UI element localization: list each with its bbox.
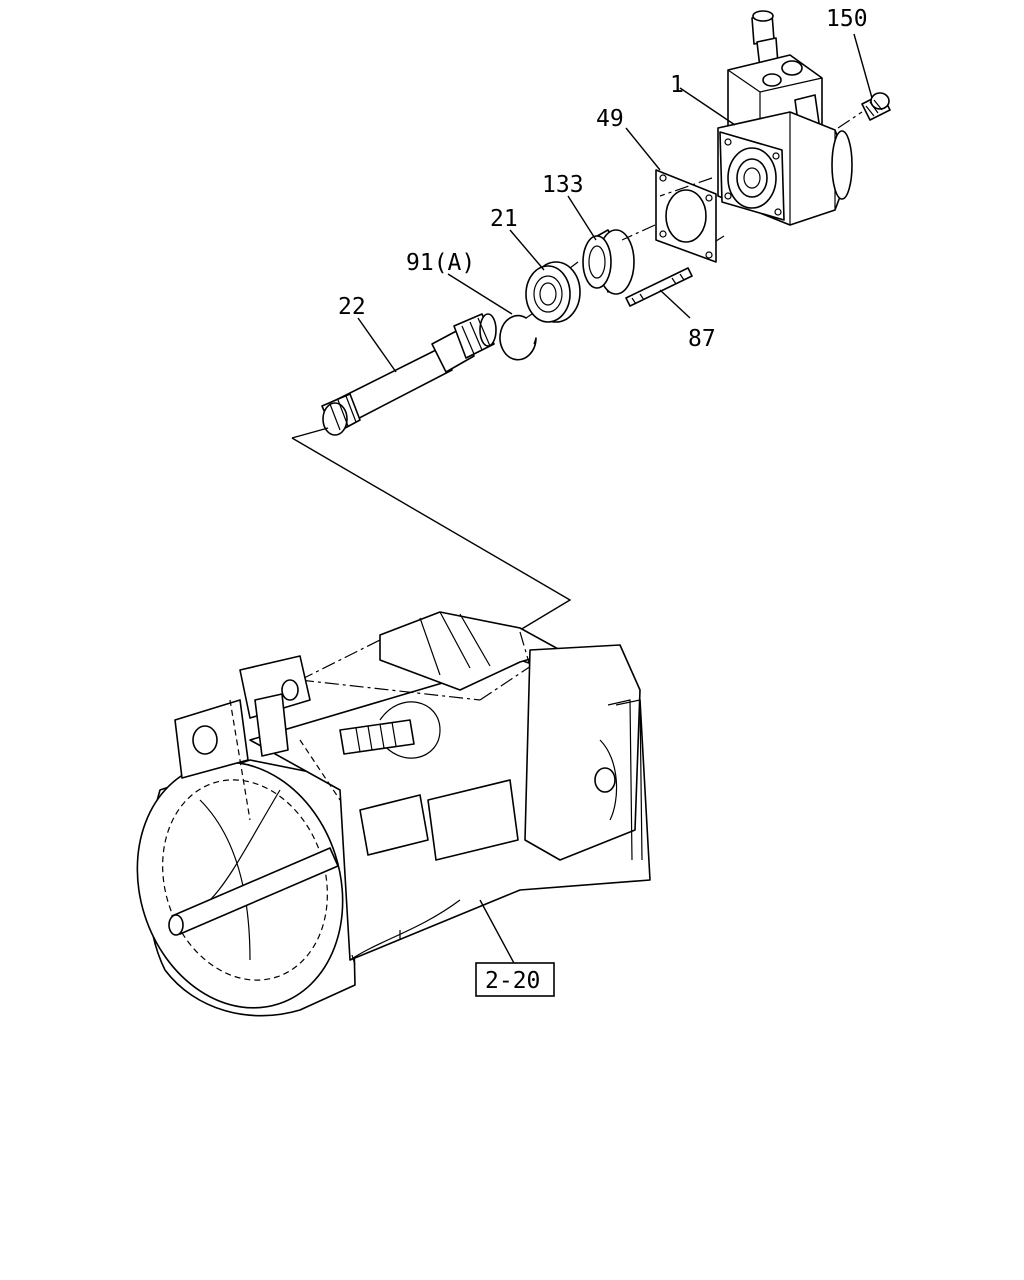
part-150-plug <box>861 92 891 121</box>
callout-21: 21 <box>490 206 518 232</box>
alignment-lines <box>291 111 863 631</box>
leader-lines <box>357 33 873 966</box>
part-49-gasket <box>655 169 717 263</box>
callout-133: 133 <box>542 172 584 198</box>
transmission-assembly <box>136 611 651 1017</box>
callout-87: 87 <box>688 326 716 352</box>
part-133-oil-seal <box>582 229 635 295</box>
reference-box: 2-20 <box>475 962 555 997</box>
part-1-pto-housing <box>717 10 853 226</box>
part-87-stud <box>625 267 693 307</box>
reference-label: 2-20 <box>485 968 540 994</box>
callout-1: 1 <box>670 72 684 98</box>
part-91a-snap-ring <box>499 313 537 361</box>
part-22-shaft <box>321 313 497 436</box>
callout-91a: 91(A) <box>406 250 475 276</box>
callout-49: 49 <box>596 106 624 132</box>
part-21-bearing <box>525 261 581 323</box>
callout-22: 22 <box>338 294 366 320</box>
callout-150: 150 <box>826 6 868 32</box>
